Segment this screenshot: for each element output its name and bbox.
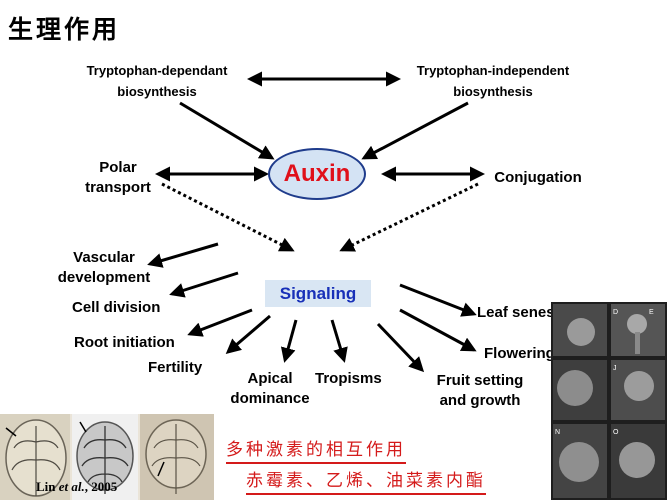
conjugation-to-signaling-dotted-arrow: [339, 182, 479, 252]
to-leaf-senescence-arrow: [399, 283, 477, 317]
signaling-node: Signaling: [265, 280, 371, 307]
trp-dependent-line1: Tryptophan-dependant: [86, 63, 228, 78]
fruit-line2: and growth: [439, 392, 521, 409]
svg-text:E: E: [649, 309, 654, 316]
svg-text:N: N: [555, 429, 560, 436]
vascular-line1: Vascular: [73, 249, 135, 266]
to-fertility-arrow: [225, 314, 271, 354]
to-cell-division-arrow: [169, 271, 239, 298]
page-title: 生理作用: [8, 15, 121, 44]
fruit-line1: Fruit setting: [436, 372, 524, 389]
polar-transport-label: Polar transport: [76, 158, 160, 198]
citation: Lin et al., 2005: [36, 479, 117, 495]
auxin-label: Auxin: [283, 160, 351, 187]
citation-year: , 2005: [84, 479, 118, 494]
trp-independent-to-auxin-arrow: [361, 101, 469, 160]
vascular-development-label: Vascular development: [50, 248, 158, 288]
hormone-interaction-underline: [226, 462, 406, 464]
leaf-venation-photos: [0, 414, 214, 500]
polar-transport-line1: Polar: [99, 159, 137, 176]
trp-independent-line1: Tryptophan-independent: [416, 63, 570, 78]
polar-transport-line2: transport: [85, 179, 151, 196]
apical-dominance-label: Apical dominance: [224, 369, 316, 409]
trp-dependent-to-auxin-arrow: [179, 101, 275, 160]
signaling-label: Signaling: [279, 283, 357, 303]
to-tropisms-arrow: [330, 319, 348, 363]
hormone-list-annotation: 赤霉素、乙烯、油菜素内酯: [246, 466, 486, 495]
root-initiation-label: Root initiation: [74, 334, 175, 351]
conjugation-label: Conjugation: [494, 169, 582, 186]
polar-to-signaling-dotted-arrow: [161, 182, 295, 252]
to-vascular-arrow: [147, 242, 219, 268]
cell-division-label: Cell division: [72, 299, 161, 316]
hormone-interaction-annotation: 多种激素的相互作用: [226, 435, 406, 464]
flower-micrograph-panel: D E J N O: [551, 302, 667, 500]
hormone-list-underline: [246, 493, 486, 495]
citation-etal: et al.: [58, 479, 85, 494]
trp-independent-label: Tryptophan-independent biosynthesis: [402, 60, 584, 102]
to-fruit-setting-arrow: [376, 322, 425, 373]
svg-text:J: J: [613, 365, 617, 372]
to-flowering-arrow: [399, 308, 477, 352]
apical-line2: dominance: [230, 390, 310, 407]
fruit-setting-label: Fruit setting and growth: [428, 371, 532, 411]
to-apical-dominance-arrow: [280, 319, 298, 363]
tropisms-label: Tropisms: [315, 370, 382, 387]
trp-dependent-line2: biosynthesis: [117, 84, 197, 99]
svg-text:D: D: [613, 309, 618, 316]
trp-dependent-label: Tryptophan-dependant biosynthesis: [72, 60, 242, 102]
svg-text:O: O: [613, 429, 619, 436]
fertility-label: Fertility: [148, 359, 203, 376]
citation-author: Lin: [36, 479, 56, 494]
auxin-node: Auxin: [268, 148, 366, 200]
trp-independent-line2: biosynthesis: [453, 84, 533, 99]
flowering-label: Flowering: [484, 345, 555, 362]
apical-line1: Apical: [247, 370, 293, 387]
vascular-line2: development: [57, 269, 151, 286]
hormone-interaction-text: 多种激素的相互作用: [226, 440, 406, 460]
hormone-list-text: 赤霉素、乙烯、油菜素内酯: [246, 471, 486, 491]
to-root-initiation-arrow: [187, 308, 253, 337]
